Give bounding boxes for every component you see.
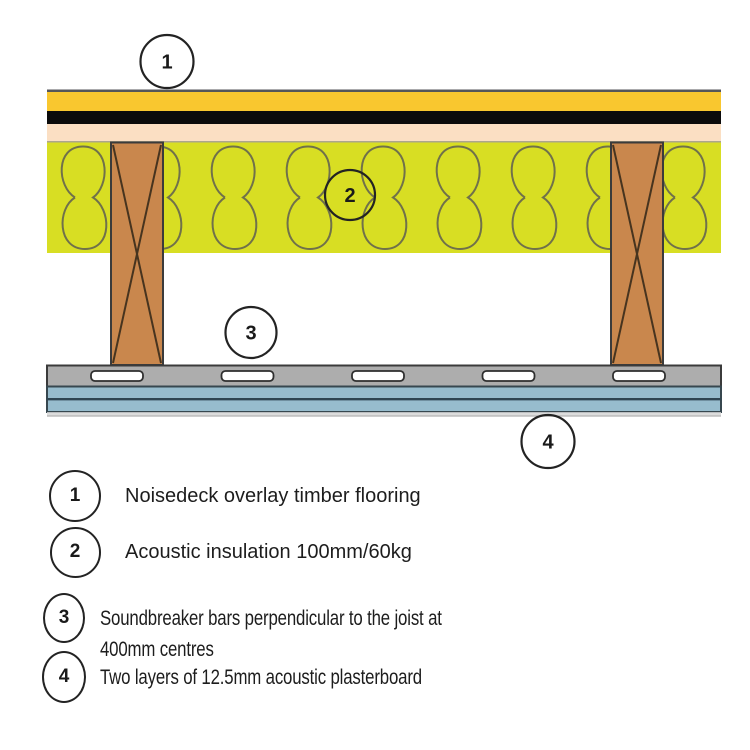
- skim-finish-strip: [47, 412, 721, 416]
- callout-3: 3: [224, 305, 278, 360]
- deck-bottom-line: [47, 141, 721, 143]
- flooring-board-layer: [47, 92, 721, 111]
- legend-item-2-circle: 2: [49, 526, 101, 578]
- callout-4-number: 4: [542, 432, 554, 454]
- callout-3-number: 3: [245, 323, 256, 345]
- soundbreaker-bar-slot: [612, 370, 666, 382]
- soundbreaker-bar-slot: [220, 370, 275, 382]
- soundbreaker-bar-channel: [46, 364, 722, 388]
- legend-item-3-circle: 3: [43, 593, 85, 643]
- joist-cross-brace: [112, 144, 162, 364]
- overlay-flooring-layers: [47, 89, 721, 143]
- timber-joist-left: [110, 141, 164, 366]
- legend-item-4-label: Two layers of 12.5mm acoustic plasterboa…: [100, 666, 422, 689]
- callout-3-circle: [224, 305, 278, 360]
- callout-1-number: 1: [161, 52, 172, 74]
- soundbreaker-bar-slot: [481, 370, 536, 382]
- legend-item-2-label: Acoustic insulation 100mm/60kg: [125, 541, 412, 563]
- timber-joist-right: [610, 141, 664, 366]
- legend-item-1-label: Noisedeck overlay timber flooring: [125, 485, 421, 507]
- legend-item-1-circle: 1: [49, 470, 101, 522]
- cross-section-drawing: 1 2 3 4: [46, 33, 722, 470]
- callout-2-circle: [323, 168, 377, 222]
- callout-1: 1: [139, 33, 195, 90]
- callout-2-number: 2: [344, 185, 355, 207]
- joist-cross-brace: [612, 144, 662, 364]
- callout-4: 4: [520, 413, 576, 470]
- legend-item-3-label: Soundbreaker bars perpendicular to the j…: [100, 607, 442, 661]
- legend-item-4-circle: 4: [42, 651, 86, 703]
- callout-4-circle: [520, 413, 576, 470]
- callout-2: 2: [323, 168, 377, 222]
- deck-board-layer: [47, 124, 721, 141]
- callout-1-circle: [139, 33, 195, 90]
- acoustic-plasterboard-layers: [46, 385, 722, 417]
- flooring-top-edge-line: [47, 89, 721, 93]
- soundbreaker-bar-slot: [351, 370, 405, 382]
- soundbreaker-bar-slot: [90, 370, 144, 382]
- skim-bottom-line: [47, 415, 721, 417]
- resilient-membrane-layer: [47, 111, 721, 124]
